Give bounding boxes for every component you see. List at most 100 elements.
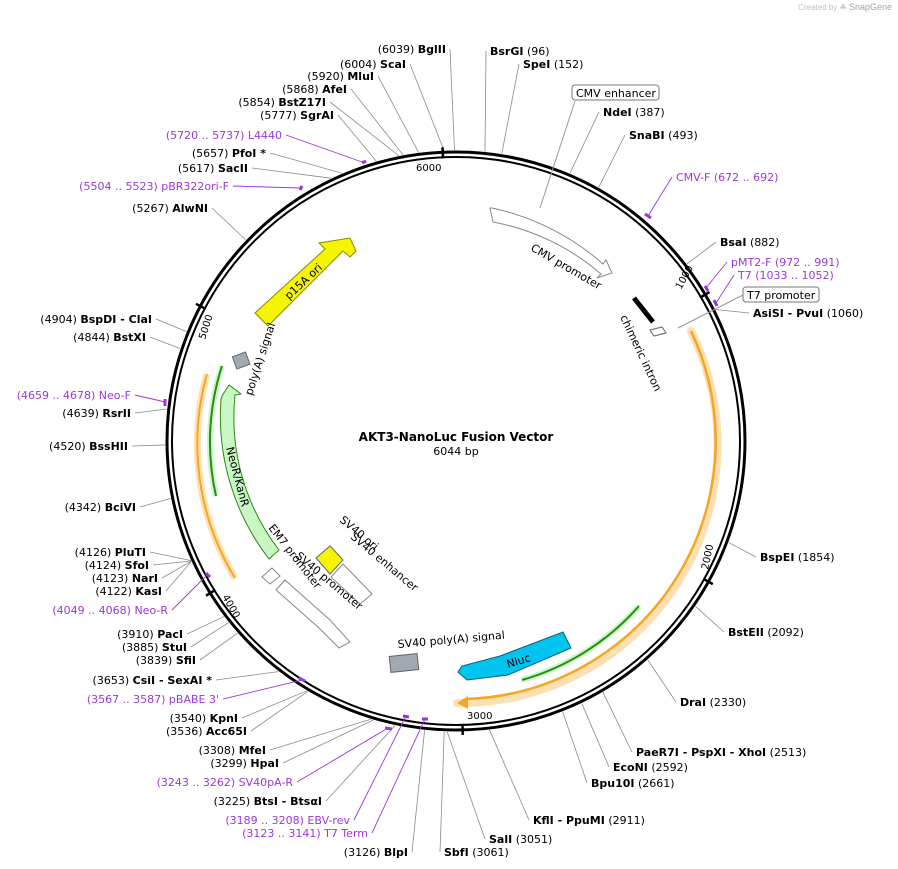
bstz17i-site-label[interactable]: (5854) BstZ17I: [238, 96, 326, 109]
sfii-site-label[interactable]: (3839) SfiI: [136, 654, 196, 667]
pfoi-site-label[interactable]: (5657) PfoI *: [192, 147, 266, 160]
csii-name: CsiI - SexAI *: [133, 674, 213, 687]
bsshii-position: (4520): [49, 440, 86, 453]
csii-leader-line: [215, 671, 279, 681]
kasi-site-label[interactable]: (4122) KasI: [95, 585, 162, 598]
sfoi-site-label[interactable]: (4124) SfoI: [85, 559, 149, 572]
mfei-site-label[interactable]: (3308) MfeI: [199, 744, 266, 757]
nluc-feature[interactable]: [457, 631, 572, 681]
ebv-rev-primer-label[interactable]: (3189 .. 3208) EBV-rev: [225, 814, 350, 827]
acc65i-site-label[interactable]: (3536) Acc65I: [166, 725, 247, 738]
sv40-enhancer-feature[interactable]: [330, 563, 373, 605]
econi-site-label[interactable]: EcoNI (2592): [613, 761, 688, 774]
t7term-primer-leader: [371, 718, 426, 834]
rsrii-leader-line: [134, 408, 167, 414]
bpu10i-name: Bpu10I: [591, 777, 635, 790]
sgrai-position: (5777): [260, 109, 297, 122]
paer7i-site-label[interactable]: PaeR7I - PspXI - XhoI (2513): [636, 746, 806, 759]
econi-position: (2592): [651, 761, 688, 774]
sv40-ori-feature[interactable]: [315, 545, 344, 575]
bspei-site-label[interactable]: BspEI (1854): [760, 551, 835, 564]
cmv-f-primer-label[interactable]: CMV-F (672 .. 692): [676, 171, 778, 184]
sacii-site-label[interactable]: (5617) SacII: [178, 162, 248, 175]
neo-f-primer-label[interactable]: (4659 .. 4678) Neo-F: [17, 389, 131, 402]
alwni-site-label[interactable]: (5267) AlwNI: [132, 202, 208, 215]
polya-signal-feature[interactable]: [231, 351, 251, 370]
kpni-position: (3540): [170, 712, 207, 725]
bspdi-site-label[interactable]: (4904) BspDI - ClaI: [40, 313, 152, 326]
neokanr-feature[interactable]: [219, 384, 280, 560]
pluti-site-label[interactable]: (4126) PluTI: [75, 546, 146, 559]
mlui-site-label[interactable]: (5920) MluI: [307, 70, 374, 83]
bpu10i-leader-line: [562, 711, 588, 784]
nari-site-label[interactable]: (4123) NarI: [92, 572, 158, 585]
tick-1000: [699, 290, 711, 299]
t7-promoter-label: T7 promoter: [746, 289, 816, 302]
ndei-leader-line: [569, 111, 600, 174]
sali-site-label[interactable]: SalI (3051): [489, 833, 552, 846]
bsshii-site-label[interactable]: (4520) BssHII: [49, 440, 128, 453]
credit-brand: SnapGene: [848, 2, 892, 12]
bspdi-leader-line: [155, 318, 187, 332]
kpni-site-label[interactable]: (3540) KpnI: [170, 712, 238, 725]
bstxi-name: BstXI: [113, 331, 146, 344]
bsteii-position: (2092): [767, 626, 804, 639]
sv40-polya-feature[interactable]: [388, 653, 420, 673]
drai-site-label[interactable]: DraI (2330): [680, 696, 746, 709]
akt3-feature-arc[interactable]: [465, 330, 717, 701]
csii-site-label[interactable]: (3653) CsiI - SexAI *: [93, 674, 213, 687]
scai-site-label[interactable]: (6004) ScaI: [340, 58, 406, 71]
bpu10i-site-label[interactable]: Bpu10I (2661): [591, 777, 675, 790]
asisi-site-label[interactable]: AsiSI - PvuI (1060): [753, 307, 863, 320]
acc65i-name: Acc65I: [206, 725, 247, 738]
chimeric-intron-feature[interactable]: [632, 296, 655, 324]
t7-promoter-feature[interactable]: [649, 326, 667, 337]
blpi-position: (3126): [344, 846, 381, 859]
mfei-name: MfeI: [239, 744, 266, 757]
bstxi-site-label[interactable]: (4844) BstXI: [73, 331, 146, 344]
hpai-site-label[interactable]: (3299) HpaI: [210, 757, 279, 770]
t7-promoter-box[interactable]: [742, 286, 820, 303]
tick-label-4000: 4000: [219, 593, 241, 621]
bglii-site-label[interactable]: (6039) BglII: [378, 43, 446, 56]
asisi-name: AsiSI - PvuI: [753, 307, 823, 320]
ebv-rev-primer-leader: [353, 715, 407, 821]
l4440-primer-label[interactable]: (5720 .. 5737) L4440: [166, 129, 282, 142]
kfli-site-label[interactable]: KflI - PpuMI (2911): [533, 814, 645, 827]
pbr322ori-f-primer-label[interactable]: (5504 .. 5523) pBR322ori-F: [79, 180, 229, 193]
t7-primer-leader: [715, 274, 735, 304]
bcivi-site-label[interactable]: (4342) BciVI: [65, 501, 136, 514]
spei-position: (152): [554, 58, 584, 71]
snabi-site-label[interactable]: SnaBI (493): [629, 129, 698, 142]
neo-r-primer-label[interactable]: (4049 .. 4068) Neo-R: [52, 604, 168, 617]
stui-site-label[interactable]: (3885) StuI: [122, 641, 187, 654]
bsteii-site-label[interactable]: BstEII (2092): [728, 626, 804, 639]
t7term-primer-label[interactable]: (3123 .. 3141) T7 Term: [242, 827, 368, 840]
blpi-site-label[interactable]: (3126) BlpI: [344, 846, 408, 859]
spei-name: SpeI: [523, 58, 550, 71]
pmt2-f-primer-label[interactable]: pMT2-F (972 .. 991): [731, 256, 840, 269]
bspei-name: BspEI: [760, 551, 794, 564]
sbfi-site-label[interactable]: SbfI (3061): [444, 846, 509, 859]
p15a-ori-feature[interactable]: [254, 237, 357, 327]
pmt2-f-primer-mark: [703, 285, 710, 292]
cmv-enhancer-box[interactable]: [571, 84, 660, 101]
cmv-promoter-feature[interactable]: [489, 207, 613, 279]
paci-site-label[interactable]: (3910) PacI: [117, 628, 183, 641]
blpi-name: BlpI: [384, 846, 408, 859]
sv40-promoter-feature[interactable]: [275, 579, 351, 649]
t7-promoter-leader: [677, 294, 744, 329]
ndei-site-label[interactable]: NdeI (387): [603, 106, 665, 119]
sv40pa-r-primer-label[interactable]: (3243 .. 3262) SV40pA-R: [157, 776, 294, 789]
em7-promoter-feature[interactable]: [261, 567, 281, 585]
bsrgi-site-label[interactable]: BsrGI (96): [490, 45, 550, 58]
rsrii-site-label[interactable]: (4639) RsrII: [62, 407, 131, 420]
l4440-primer-mark: [361, 159, 367, 165]
afei-site-label[interactable]: (5868) AfeI: [282, 83, 347, 96]
pbabe3-primer-label[interactable]: (3567 .. 3587) pBABE 3': [87, 693, 219, 706]
btsi-site-label[interactable]: (3225) BtsI - BtsαI: [214, 795, 322, 808]
sgrai-site-label[interactable]: (5777) SgrAI: [260, 109, 334, 122]
spei-site-label[interactable]: SpeI (152): [523, 58, 583, 71]
t7-primer-label[interactable]: T7 (1033 .. 1052): [737, 269, 834, 282]
bsai-site-label[interactable]: BsaI (882): [720, 236, 780, 249]
